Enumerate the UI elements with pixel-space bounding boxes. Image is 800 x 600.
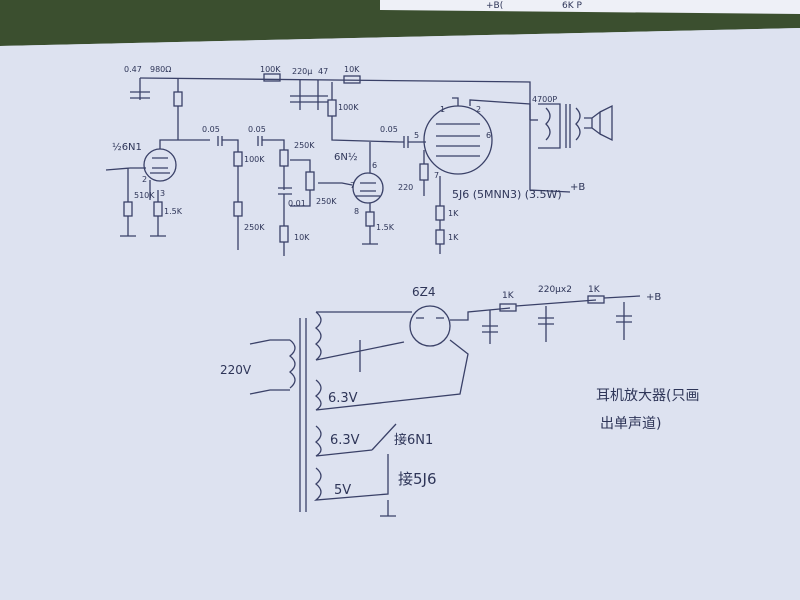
- psu-r1k-b-label: 1K: [588, 285, 601, 295]
- amp-r1k-b-label: 1K: [448, 233, 459, 242]
- psu-mains-label: 220V: [220, 363, 252, 377]
- psu-r1k-label: 1K: [502, 291, 515, 301]
- resistor-100k-top: [263, 73, 281, 82]
- amp-c220-label: 220μ: [292, 67, 312, 76]
- bplus-rail: [139, 77, 571, 193]
- amp-out-pin7-label: 7: [434, 171, 439, 180]
- amp-c005-b-label: 0.05: [248, 125, 266, 134]
- primary-winding: [288, 339, 296, 389]
- rectifier-tube-6z4: [409, 305, 451, 347]
- note-line2: 出单声道): [600, 416, 661, 432]
- psu-w5v-label: 5V: [334, 483, 351, 498]
- amp-out-pin6-label: 6: [486, 131, 491, 140]
- amp-r10k-top-label: 10K: [344, 65, 360, 74]
- amp-r10k-mid-label: 10K: [294, 233, 310, 242]
- amp-out-pin5-label: 5: [414, 131, 419, 140]
- top-sheet: [380, 0, 800, 14]
- amp-tube1-label: ½6N1: [112, 141, 142, 153]
- amplifier-circuit: [105, 73, 613, 256]
- note-line1: 耳机放大器(只画: [596, 388, 699, 404]
- psu-filter-label: 220μx2: [538, 285, 572, 295]
- amp-r100k-top-label: 100K: [260, 65, 281, 74]
- psu-w63-label: 6.3V: [328, 391, 358, 406]
- amp-r220k-label: 220: [398, 183, 413, 192]
- amp-r100k-mid-label: 100K: [244, 155, 265, 164]
- amp-r15k-b-label: 1.5K: [376, 223, 395, 232]
- amp-c47-label: 47: [318, 67, 328, 76]
- amp-r980-label: 980Ω: [150, 65, 171, 74]
- amp-pin3-label: 3: [160, 189, 165, 198]
- hv-winding: [314, 311, 322, 361]
- power-supply-circuit: [249, 295, 641, 517]
- amp-r250k-c-label: 250K: [316, 197, 337, 206]
- amp-c005-a-label: 0.05: [202, 125, 220, 134]
- top-strip-text-a: +B(: [486, 1, 503, 11]
- psu-plus-b-label: +B: [646, 292, 661, 303]
- amp-out-tube-label: 5J6 (5MNN3) (3.5W): [452, 188, 562, 201]
- resistor-10k-top: [343, 75, 361, 84]
- amp-out-pin2-label: 2: [476, 105, 481, 114]
- amp-c4700-label: 4700P: [532, 95, 557, 104]
- amp-r100k-plate-label: 100K: [338, 103, 359, 112]
- amp-r15k-a-label: 1.5K: [164, 207, 183, 216]
- psu-to-5j6-label: 接5J6: [398, 470, 437, 488]
- psu-w63b-label: 6.3V: [330, 433, 360, 448]
- amp-out-pin1-label: 1: [440, 105, 445, 114]
- top-strip-text-b: 6K P: [562, 1, 582, 11]
- amp-tube2-label: 6N½: [334, 151, 358, 163]
- amp-plus-b-label: +B: [570, 182, 585, 193]
- amp-pin7-label: 7: [350, 181, 355, 190]
- amp-pin2-label: 2: [142, 175, 147, 184]
- amp-r250k-a-label: 250K: [294, 141, 315, 150]
- amp-r250k-b-label: 250K: [244, 223, 265, 232]
- amp-c001-label: 0.01: [288, 199, 306, 208]
- amp-c005-c-label: 0.05: [380, 125, 398, 134]
- cap-047: [130, 78, 150, 100]
- psu-to-6n1-label: 接6N1: [394, 432, 433, 448]
- amp-pin6-label: 6: [372, 161, 377, 170]
- psu-rect-tube-label: 6Z4: [412, 285, 436, 299]
- amp-r1k-a-label: 1K: [448, 209, 459, 218]
- amp-c047-label: 0.47: [124, 65, 142, 74]
- amp-r510k-label: 510K: [134, 191, 155, 200]
- paper-page: [0, 28, 800, 600]
- tube-6n1-right: [352, 172, 384, 204]
- amp-pin8-label: 8: [354, 207, 359, 216]
